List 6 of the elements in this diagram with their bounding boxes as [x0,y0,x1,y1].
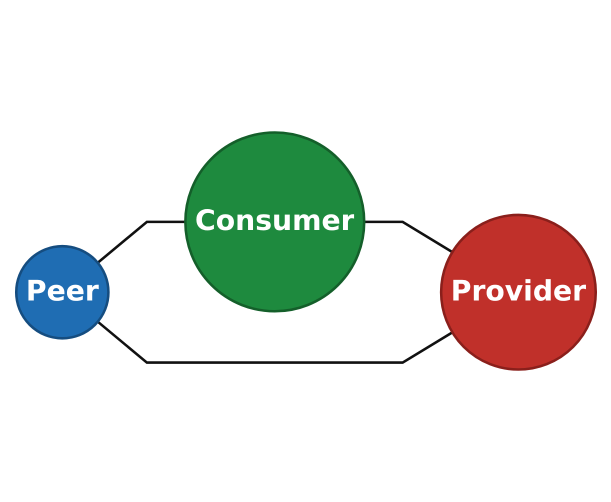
connector [364,220,453,254]
connector [96,320,453,364]
node-circle: Consumer [184,131,365,313]
node-circle: Provider [439,214,597,371]
connector [96,220,185,264]
node-circle: Peer [14,244,110,340]
